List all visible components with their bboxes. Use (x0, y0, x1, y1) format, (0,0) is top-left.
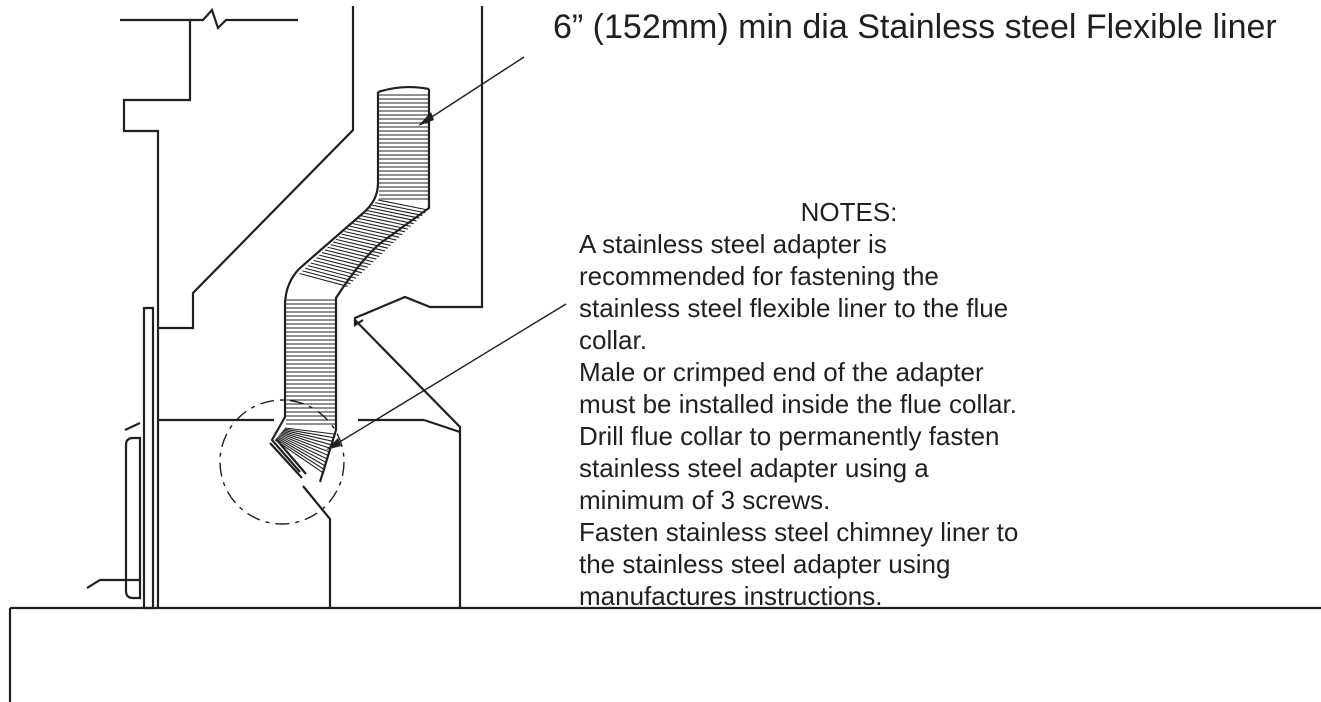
liner-rib (333, 241, 383, 255)
liner-rib (369, 207, 420, 219)
liner-rib (280, 432, 330, 453)
liner-rib (375, 202, 426, 214)
note-line: recommended for fastening the (579, 261, 939, 291)
liner-rib (275, 438, 326, 471)
liner-rib (341, 233, 391, 247)
note-line: the stainless steel adapter using (579, 549, 951, 579)
liner-rib (358, 217, 409, 230)
liner-rib (299, 272, 348, 287)
leader-lines (326, 56, 567, 450)
liner-rib (279, 433, 329, 457)
note-line: Male or crimped end of the adapter (579, 357, 984, 387)
liner-rib (277, 436, 328, 464)
liner-rib (274, 439, 325, 475)
liner-rib (327, 246, 377, 260)
note-line: must be installed inside the flue collar… (579, 389, 1017, 419)
liner-rib (310, 262, 360, 277)
flexible-liner (269, 85, 431, 483)
liner-rib (363, 212, 414, 225)
liner-rib (278, 435, 328, 460)
liner-rib (361, 215, 411, 227)
fireplace-structure (120, 6, 484, 608)
liner-rib (283, 429, 333, 442)
notes-title: NOTES: (800, 197, 898, 227)
liner-rib (305, 267, 354, 282)
note-line: A stainless steel adapter is (579, 229, 887, 259)
liner-rib (366, 209, 417, 222)
liner-rib (335, 238, 386, 252)
note-line: collar. (579, 325, 647, 355)
liner-rib (338, 236, 388, 249)
liner-rib (276, 437, 327, 467)
liner-rib (281, 431, 331, 449)
note-line: Fasten stainless steel chimney liner to (579, 517, 1019, 547)
liner-label: 6” (152mm) min dia Stainless steel Flexi… (553, 8, 1277, 46)
note-line: minimum of 3 screws. (579, 485, 831, 515)
liner-rib (344, 230, 394, 244)
liner-rib (330, 244, 380, 257)
detail-circle (219, 399, 345, 525)
liner-rib (372, 204, 423, 216)
liner-rib (377, 199, 429, 211)
note-line: stainless steel adapter using a (579, 453, 929, 483)
note-line: Drill flue collar to permanently fasten (579, 421, 1000, 451)
liner-rib (284, 427, 335, 435)
liner-rib (284, 428, 334, 439)
note-line: stainless steel flexible liner to the fl… (579, 293, 1009, 323)
notes-block: NOTES: A stainless steel adapter is reco… (579, 196, 1179, 612)
liner-rib (321, 251, 371, 266)
liner-rib (307, 265, 357, 279)
stove-body (8, 306, 1321, 702)
liner-rib (302, 270, 351, 285)
note-line: manufactures instructions. (579, 581, 883, 611)
liner-rib (282, 430, 332, 446)
